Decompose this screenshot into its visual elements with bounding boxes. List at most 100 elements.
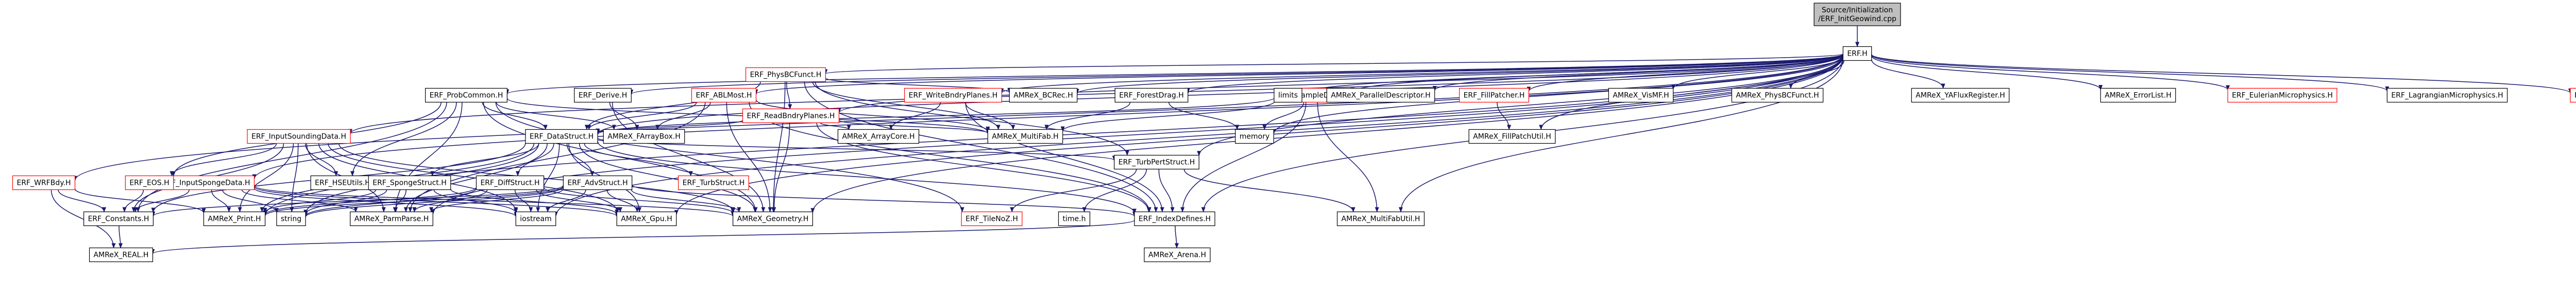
node-label: ERF.H	[1847, 50, 1867, 58]
node-amrex-paralleldescriptor[interactable]: AMReX_ParallelDescriptor.H	[1326, 88, 1435, 103]
node-erf-readbndryplanes[interactable]: ERF_ReadBndryPlanes.H	[742, 108, 840, 124]
node-string[interactable]: string	[276, 211, 306, 227]
edge-erf-readbndryplanes-to-amrex-geometry	[772, 123, 790, 213]
node-limits[interactable]: limits	[1274, 88, 1302, 103]
edge-erf-h-to-iostream	[553, 55, 1844, 217]
node-amrex-fillpatchutil[interactable]: AMReX_FillPatchUtil.H	[1468, 129, 1556, 144]
edge-erf-sampledata-to-amrex-multifabutil	[1317, 102, 1379, 213]
node-box	[1468, 129, 1556, 144]
node-erf-tilenoz[interactable]: ERF_TileNoZ.H	[961, 211, 1023, 227]
edge-erf-advstruct-to-erf-indexdefines	[631, 184, 1137, 217]
edge-erf-inputspongedata-to-string	[222, 189, 279, 214]
node-box	[603, 129, 685, 144]
node-amrex-physbcfunct[interactable]: AMReX_PhysBCFunct.H	[1731, 88, 1824, 103]
node-erf-derive[interactable]: ERF_Derive.H	[574, 88, 632, 103]
node-amrex-farraybox[interactable]: AMReX_FArrayBox.H	[603, 129, 685, 144]
edge-erf-h-to-amrex-vismf	[1671, 56, 1844, 90]
node-label: ERF_HSEUtils.H	[315, 179, 370, 187]
node-erf-constants[interactable]: ERF_Constants.H	[83, 211, 154, 227]
node-label: ERF_PhysBCFunct.H	[750, 71, 822, 79]
node-erf-datastruct[interactable]: ERF_DataStruct.H	[525, 129, 598, 144]
node-label: ERF_WRFBdy.H	[16, 179, 71, 187]
node-erf-indexdefines[interactable]: ERF_IndexDefines.H	[1134, 211, 1215, 227]
edge-erf-physbcfunct-to-erf-indexdefines	[804, 81, 1158, 213]
node-box	[678, 175, 749, 190]
edge-erf-turbpertstruct-to-amrex-multifabutil	[1183, 169, 1355, 213]
node-amrex-yafluxregister[interactable]: AMReX_YAFluxRegister.H	[1911, 88, 2010, 103]
edge-erf-h-to-erf-readbndryplanes	[837, 54, 1844, 114]
edge-erf-writebndryplanes-to-erf-indexdefines	[965, 102, 1164, 213]
edge-erf-readbndryplanes-to-amrex-multifab	[838, 119, 990, 134]
node-amrex-vismf[interactable]: AMReX_VisMF.H	[1608, 88, 1674, 103]
node-erf-forestdrag[interactable]: ERF_ForestDrag.H	[1114, 88, 1189, 103]
node-erf-turbpertstruct[interactable]: ERF_TurbPertStruct.H	[1114, 154, 1199, 170]
node-box	[1058, 211, 1091, 227]
node-box	[1842, 46, 1872, 61]
node-erf-fillpatcher[interactable]: ERF_FillPatcher.H	[1459, 88, 1530, 103]
node-erf-lagrangianmicrophysics[interactable]: ERF_LagrangianMicrophysics.H	[2386, 88, 2508, 103]
node-amrex-errorlist[interactable]: AMReX_ErrorList.H	[2100, 88, 2176, 103]
edge-erf-advstruct-to-string	[303, 186, 564, 218]
node-box	[1608, 88, 1674, 103]
node-erf-spongestruct[interactable]: ERF_SpongeStruct.H	[368, 175, 451, 190]
edge-erf-datastruct-to-amrex-geometry	[579, 143, 757, 213]
node-amrex-real[interactable]: AMReX_REAL.H	[89, 247, 154, 263]
node-amrex-print[interactable]: AMReX_Print.H	[203, 211, 266, 227]
node-label: ERF_LandSurface.H	[2574, 92, 2576, 100]
edge-erf-probcommon-to-erf-datastruct	[482, 102, 548, 130]
node-erf-wrfbdy[interactable]: ERF_WRFBdy.H	[12, 175, 76, 190]
node-box	[1114, 154, 1199, 170]
node-erf-probcommon[interactable]: ERF_ProbCommon.H	[425, 88, 507, 103]
node-erf-inputspongedata[interactable]: ERF_InputSpongeData.H	[157, 175, 255, 190]
node-iostream[interactable]: iostream	[515, 211, 556, 227]
edge-erf-constants-to-amrex-real	[118, 225, 123, 249]
edge-erf-h-to-erf-forestdrag	[1186, 54, 1844, 94]
edge-erf-wrfbdy-to-erf-constants	[58, 189, 106, 213]
node-label: iostream	[520, 215, 552, 223]
node-box	[1459, 88, 1530, 103]
edge-erf-wrfbdy-to-amrex-real	[50, 189, 116, 249]
node-amrex-multifab[interactable]: AMReX_MultiFab.H	[987, 129, 1063, 144]
node-erf-turbstruct[interactable]: ERF_TurbStruct.H	[678, 175, 749, 190]
node-amrex-bcrec[interactable]: AMReX_BCRec.H	[1009, 88, 1078, 103]
edge-erf-probcommon-to-amrex-farraybox	[496, 102, 616, 130]
node-erf-inputsoundingdata[interactable]: ERF_InputSoundingData.H	[247, 129, 351, 144]
node-label: ERF_TurbStruct.H	[683, 179, 745, 187]
node-erf-h[interactable]: ERF.H	[1842, 46, 1872, 61]
node-box	[310, 175, 375, 190]
edge-erf-fillpatcher-to-amrex-fillpatchutil	[1497, 102, 1512, 130]
edge-erf-h-to-amrex-multifabutil	[1398, 58, 1844, 213]
node-amrex-gpu[interactable]: AMReX_Gpu.H	[616, 211, 677, 227]
node-time-h[interactable]: time.h	[1058, 211, 1091, 227]
node-amrex-arraycore[interactable]: AMReX_ArrayCore.H	[837, 129, 920, 144]
node-amrex-multifabutil[interactable]: AMReX_MultiFabUtil.H	[1336, 211, 1425, 227]
edge-erf-h-to-amrex-paralleldescriptor	[1432, 54, 1844, 91]
edge-erf-h-to-erf-eulerianmicrophysics	[1871, 55, 2230, 91]
node-erf-eos[interactable]: ERF_EOS.H	[125, 175, 174, 190]
edge-erf-writebndryplanes-to-amrex-multifab	[964, 102, 1015, 130]
node-erf-physbcfunct[interactable]: ERF_PhysBCFunct.H	[745, 67, 826, 82]
node-root: Source/Initialization/ERF_InitGeowind.cp…	[1814, 3, 1901, 26]
node-memory[interactable]: memory	[1235, 129, 1274, 144]
node-amrex-parmparse[interactable]: AMReX_ParmParse.H	[350, 211, 433, 227]
node-label: AMReX_VisMF.H	[1613, 92, 1669, 100]
edge-erf-probcommon-to-erf-tilenoz	[495, 102, 964, 213]
node-box	[1235, 129, 1274, 144]
node-erf-ablmost[interactable]: ERF_ABLMost.H	[691, 88, 757, 103]
node-erf-diffstruct[interactable]: ERF_DiffStruct.H	[476, 175, 545, 190]
edge-erf-diffstruct-to-amrex-gpu	[536, 189, 622, 213]
node-box	[1134, 211, 1215, 227]
edge-erf-inputspongedata-to-erf-constants	[133, 189, 190, 213]
edge-erf-physbcfunct-to-amrex-geometry	[771, 81, 786, 213]
edge-erf-ablmost-to-amrex-multifab	[755, 99, 990, 132]
node-erf-writebndryplanes[interactable]: ERF_WriteBndryPlanes.H	[904, 88, 1002, 103]
edge-erf-inputsoundingdata-to-amrex-gpu	[328, 143, 619, 213]
node-erf-eulerianmicrophysics[interactable]: ERF_EulerianMicrophysics.H	[2227, 88, 2337, 103]
node-amrex-arena[interactable]: AMReX_Arena.H	[1144, 247, 1211, 263]
edge-erf-datastruct-to-erf-spongestruct	[430, 143, 539, 177]
node-amrex-geometry[interactable]: AMReX_Geometry.H	[733, 211, 813, 227]
node-label: AMReX_REAL.H	[94, 251, 149, 259]
node-erf-hseutils[interactable]: ERF_HSEUtils.H	[310, 175, 375, 190]
node-erf-advstruct[interactable]: ERF_AdvStruct.H	[563, 175, 633, 190]
node-erf-landsurface[interactable]: ERF_LandSurface.H	[2570, 88, 2576, 103]
